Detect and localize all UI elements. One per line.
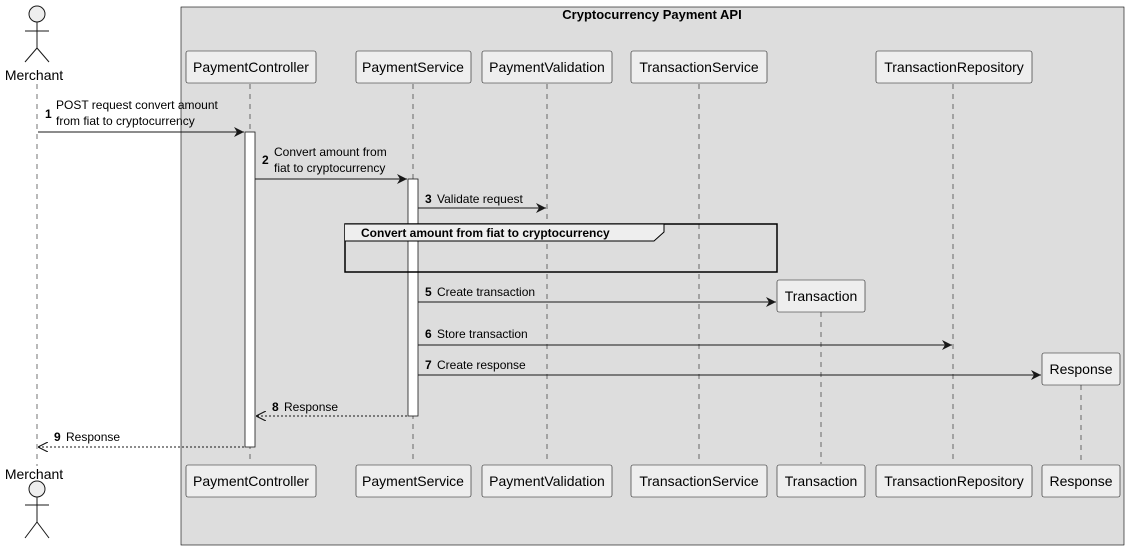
message-number: 5 xyxy=(425,285,432,299)
participant-transaction-bottom: Transaction xyxy=(776,464,866,498)
message-label: POST request convert amount xyxy=(56,98,219,112)
message-7: 7 Create response xyxy=(418,358,1041,380)
message-label: fiat to cryptocurrency xyxy=(274,161,385,175)
message-number: 9 xyxy=(54,430,61,444)
activation-payment-service xyxy=(407,178,419,417)
participant-payment-controller-bottom: PaymentController xyxy=(185,464,317,498)
participant-label: TransactionService xyxy=(639,473,759,489)
participant-payment-service-bottom: PaymentService xyxy=(355,464,472,498)
participant-label: PaymentController xyxy=(193,59,309,75)
participant-label: PaymentController xyxy=(193,473,309,489)
participant-transaction-repository-top: TransactionRepository xyxy=(875,50,1033,84)
participant-label: Response xyxy=(1049,361,1112,377)
participant-label: Transaction xyxy=(785,288,858,304)
participant-payment-validation-top: PaymentValidation xyxy=(481,50,613,84)
message-number: 1 xyxy=(45,107,52,121)
participant-label: TransactionService xyxy=(639,59,759,75)
message-1: 1 POST request convert amount from fiat … xyxy=(38,98,244,137)
message-number: 2 xyxy=(262,153,269,167)
api-group-box: Cryptocurrency Payment API xyxy=(180,6,1125,546)
actor-head-icon xyxy=(28,5,46,23)
participant-label: Transaction xyxy=(785,473,858,489)
actor-merchant-top xyxy=(24,5,50,63)
participant-response-created: Response xyxy=(1041,352,1121,386)
fragment-label: Convert amount from fiat to cryptocurren… xyxy=(361,226,610,240)
participant-transaction-service-bottom: TransactionService xyxy=(630,464,768,498)
actor-merchant-bottom xyxy=(24,480,50,539)
activation-payment-controller xyxy=(244,131,256,448)
message-number: 7 xyxy=(425,358,432,372)
actor-head-icon xyxy=(28,480,46,498)
message-number: 8 xyxy=(272,400,279,414)
participant-payment-validation-bottom: PaymentValidation xyxy=(481,464,613,498)
participant-label: PaymentValidation xyxy=(489,473,605,489)
message-8-return: 8 Response xyxy=(256,400,407,416)
participant-response-bottom: Response xyxy=(1041,464,1121,498)
participant-payment-service-top: PaymentService xyxy=(355,50,472,84)
participant-transaction-service-top: TransactionService xyxy=(630,50,768,84)
message-number: 3 xyxy=(425,192,432,206)
participant-label: PaymentValidation xyxy=(489,59,605,75)
message-label: from fiat to cryptocurrency xyxy=(56,114,195,128)
message-label: Store transaction xyxy=(437,327,528,341)
actor-label-bottom: Merchant xyxy=(5,466,63,482)
participant-label: PaymentService xyxy=(362,473,464,489)
message-2: 2 Convert amount from fiat to cryptocurr… xyxy=(255,145,407,184)
actor-label-top: Merchant xyxy=(5,67,63,83)
participant-label: TransactionRepository xyxy=(884,473,1024,489)
message-5: 5 Create transaction xyxy=(418,285,776,307)
api-group-title: Cryptocurrency Payment API xyxy=(562,7,741,22)
message-label: Create transaction xyxy=(437,285,535,299)
message-label: Convert amount from xyxy=(274,145,387,159)
message-label: Response xyxy=(66,430,120,444)
message-9-return: 9 Response xyxy=(38,430,244,447)
message-label: Response xyxy=(284,400,338,414)
participant-label: PaymentService xyxy=(362,59,464,75)
message-3: 3 Validate request xyxy=(418,192,546,213)
message-label: Validate request xyxy=(437,192,524,206)
fragment-convert: Convert amount from fiat to cryptocurren… xyxy=(344,223,778,273)
participant-transaction-repository-bottom: TransactionRepository xyxy=(875,464,1033,498)
message-label: Create response xyxy=(437,358,526,372)
participant-label: Response xyxy=(1049,473,1112,489)
participant-payment-controller-top: PaymentController xyxy=(185,50,317,84)
participant-transaction-created: Transaction xyxy=(776,279,866,313)
message-6: 6 Store transaction xyxy=(418,327,952,350)
message-number: 6 xyxy=(425,327,432,341)
participant-label: TransactionRepository xyxy=(884,59,1024,75)
